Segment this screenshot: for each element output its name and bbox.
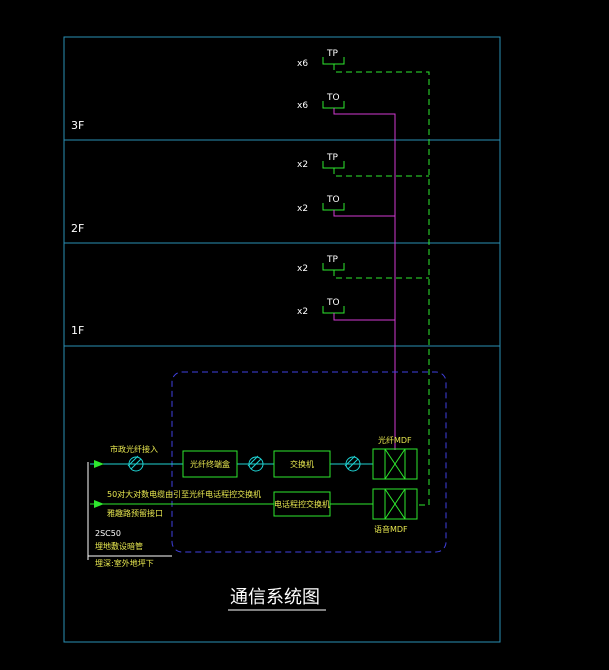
fiber-connector-icon (344, 455, 361, 472)
fiber-input-label: 市政光纤接入 (110, 444, 158, 454)
fiber-entry-arrow (94, 460, 104, 468)
voice-mdf-frame (372, 488, 418, 520)
phone-switch-box (273, 491, 331, 517)
switch-label: 交换机 (290, 459, 314, 469)
voice-riser (333, 64, 430, 506)
to-multiplier-1f: x2 (297, 307, 308, 317)
phone-switch-label: 电话程控交换机 (274, 499, 330, 509)
optical-mdf-label: 光纤MDF (378, 435, 412, 445)
outlet-tp-3f: TP (322, 49, 345, 65)
floor-label-2f: 2F (71, 222, 84, 235)
switch-box (273, 450, 331, 478)
tp-multiplier-2f: x2 (297, 160, 308, 170)
outlet-to-3f-label: TO (326, 93, 340, 103)
tp-multiplier-1f: x2 (297, 264, 308, 274)
outlet-tp-2f-label: TP (326, 153, 338, 163)
outlet-tp-3f-label: TP (326, 49, 338, 59)
fiber-connector-icon (127, 455, 144, 472)
fiber-connector-icon (247, 455, 264, 472)
outlet-tp-1f: TP (322, 255, 345, 271)
diagram-title: 通信系统图 (230, 587, 320, 608)
outlet-to-1f-label: TO (326, 298, 340, 308)
outlet-to-3f: TO (322, 93, 345, 109)
conduit-description: 埋地敷设暗管 (95, 541, 143, 551)
to-multiplier-3f: x6 (297, 101, 308, 111)
optical-terminal-box (182, 450, 238, 478)
tp-multiplier-3f: x6 (297, 59, 308, 69)
depth-description: 埋深:室外地坪下 (95, 558, 154, 568)
optical-mdf-frame (372, 448, 418, 480)
voice-mdf-label: 语音MDF (374, 524, 408, 534)
outlet-tp-2f: TP (322, 153, 345, 169)
outlet-to-2f-label: TO (326, 195, 340, 205)
data-riser (333, 108, 396, 450)
drawing-frame (63, 36, 501, 643)
outlet-to-1f: TO (322, 298, 345, 314)
cable-input-label-1: 50对大对数电缆由引至光纤电话程控交换机 (107, 489, 261, 499)
optical-terminal-label: 光纤终端盒 (190, 459, 230, 469)
outlet-to-2f: TO (322, 195, 345, 211)
equipment-room-boundary (171, 371, 447, 553)
outlet-tp-1f-label: TP (326, 255, 338, 265)
to-multiplier-2f: x2 (297, 204, 308, 214)
floor-label-3f: 3F (71, 119, 84, 132)
floor-label-1f: 1F (71, 324, 84, 337)
cable-input-label-2: 雅趣路预留接口 (107, 508, 163, 518)
cable-entry-arrow (94, 500, 104, 508)
conduit-spec: 2SC50 (95, 529, 121, 538)
